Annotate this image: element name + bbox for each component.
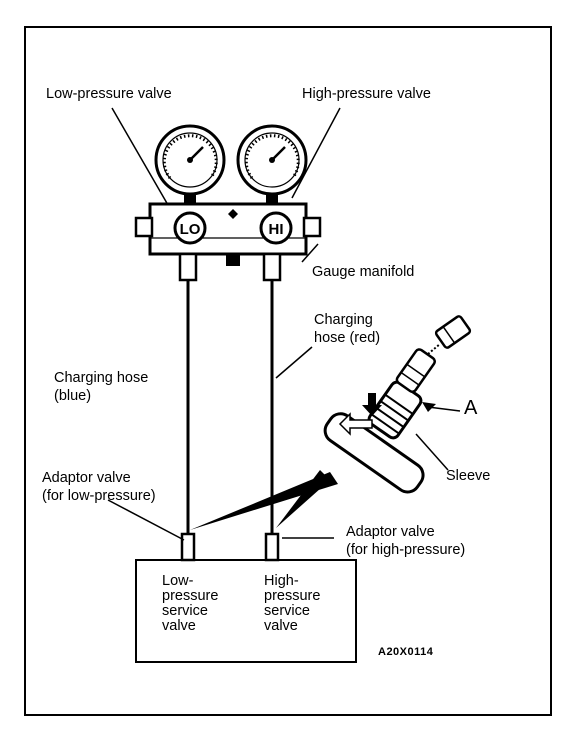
diagram-frame [24, 26, 552, 716]
sleeve-label: Sleeve [446, 468, 491, 484]
marker-a-pointer [427, 406, 461, 412]
marker-a-label: A [464, 397, 478, 419]
adaptor-valve-low-label-line2: (for low-pressure) [42, 488, 156, 504]
low-gauge [154, 124, 226, 206]
adaptor-valve-low-label-line1: Adaptor valve [42, 470, 131, 486]
adaptor-valve-high-label-line2: (for high-pressure) [346, 542, 466, 558]
high-gauge [236, 124, 308, 206]
charging-hose-blue-label-line1: Charging hose [54, 370, 149, 386]
low-service-valve-label: Low- pressure service valve [162, 573, 219, 634]
gauge-manifold-label: Gauge manifold [312, 264, 415, 280]
adaptor-valve-low [180, 532, 196, 562]
high-valve-pointer [291, 107, 341, 199]
sleeve-pointer [415, 433, 449, 471]
figure-code: A20X0114 [378, 646, 434, 658]
low-pressure-valve-label: Low-pressure valve [46, 86, 172, 102]
service-valve-box [135, 559, 357, 663]
high-pressure-valve-label: High-pressure valve [302, 86, 431, 102]
charging-hose-red-label-line2: hose (red) [314, 330, 381, 346]
manifold-body [134, 202, 322, 282]
low-valve-pointer [111, 107, 169, 206]
high-service-valve-label: High- pressure service valve [264, 573, 321, 634]
charging-hose-blue-label-line2: (blue) [54, 388, 92, 404]
lo-knob-label: LO [180, 221, 201, 238]
callout-wedge-low [190, 472, 338, 530]
adaptor-valve-high-label-line1: Adaptor valve [346, 524, 435, 540]
charging-hose-red-label-line1: Charging [314, 312, 373, 328]
hi-knob-label: HI [269, 221, 284, 238]
callout-wedge-high [276, 470, 330, 528]
adaptor-valve-high [264, 532, 280, 562]
quick-coupler-assembly [323, 315, 472, 494]
manifold-pointer [301, 243, 319, 263]
red-hose-pointer [275, 346, 313, 379]
